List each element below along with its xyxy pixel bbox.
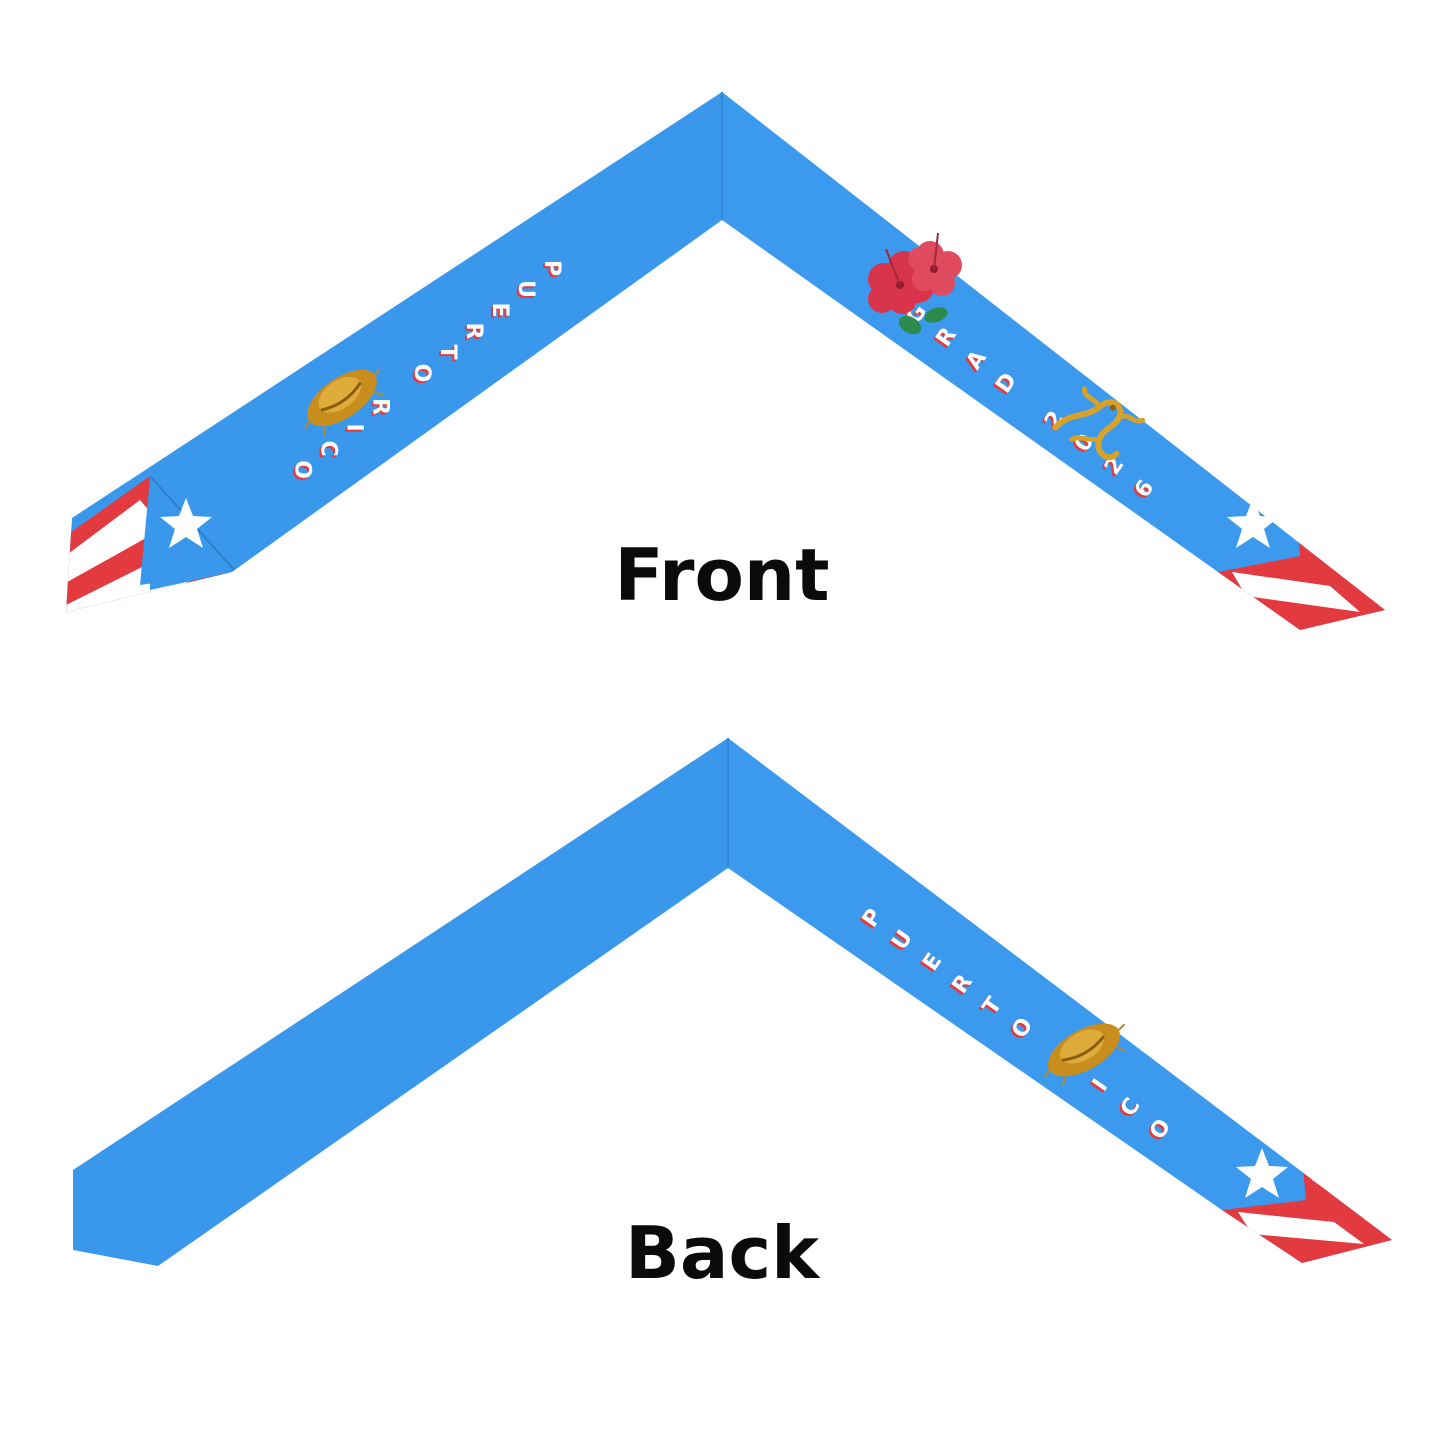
- coqui-frog-icon: [1052, 386, 1146, 461]
- sash-letter: P: [539, 260, 564, 276]
- sash-letter: O: [409, 364, 434, 383]
- svg-text:R: R: [365, 400, 390, 417]
- front-sash-left-arm: [66, 92, 722, 612]
- hibiscus-icon: [868, 232, 962, 335]
- front-caption: Front: [614, 533, 829, 617]
- svg-text:P: P: [537, 262, 562, 278]
- svg-text:I: I: [339, 426, 364, 434]
- svg-text:O: O: [287, 462, 312, 481]
- sash-letter: U: [513, 280, 538, 298]
- svg-text:C: C: [313, 443, 338, 459]
- back-sash-right-arm: [728, 738, 1392, 1263]
- star-icon: [160, 498, 212, 548]
- sash-letter: R: [367, 398, 392, 415]
- svg-text:U: U: [511, 282, 536, 300]
- sash-letter: C: [315, 441, 340, 457]
- back-sash-left-arm: [73, 738, 728, 1266]
- back-caption: Back: [625, 1211, 821, 1295]
- star-icon: [1227, 498, 1279, 548]
- front-sash-right-arm: [722, 92, 1385, 630]
- svg-text:T: T: [433, 346, 458, 361]
- sash-letter: T: [435, 344, 460, 359]
- sash-letter: I: [341, 424, 366, 432]
- svg-text:E: E: [485, 304, 510, 319]
- sash-letter: E: [487, 302, 512, 317]
- sash-letter: O: [289, 460, 314, 479]
- sash-letter: R: [461, 323, 486, 340]
- star-icon: [1236, 1148, 1288, 1198]
- svg-text:O: O: [407, 366, 432, 385]
- svg-text:R: R: [459, 325, 484, 342]
- straw-hat-icon: [1043, 1023, 1126, 1086]
- straw-hat-icon: [304, 368, 384, 436]
